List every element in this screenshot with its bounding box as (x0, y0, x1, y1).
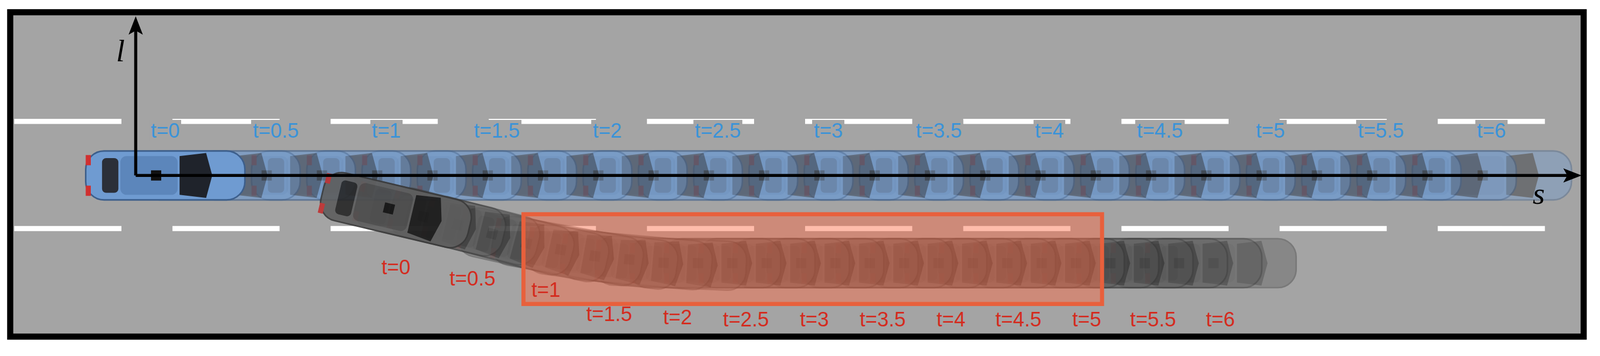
time-label: t=3 (799, 309, 829, 330)
time-label: t=3.5 (914, 119, 964, 142)
time-label: t=3 (812, 119, 845, 142)
time-label: t=2.5 (693, 119, 743, 142)
time-label: t=1 (370, 119, 403, 142)
time-label: t=2.5 (722, 309, 770, 330)
time-label: t=1.5 (586, 303, 633, 325)
time-label: t=5 (1072, 309, 1102, 330)
car-pose (316, 168, 475, 251)
time-label: t=0.5 (250, 119, 301, 142)
time-label: t=4 (1033, 119, 1066, 142)
road-frame (10, 12, 1584, 337)
time-label: t=0 (381, 256, 411, 278)
time-label: t=1 (531, 279, 561, 300)
time-label: t=4.5 (1135, 119, 1185, 142)
conflict-region (523, 213, 1103, 304)
axis-label: s (1532, 177, 1546, 210)
axis-label: l (116, 35, 125, 67)
l-axis (134, 30, 138, 176)
time-label: t=5.5 (1356, 119, 1406, 142)
time-label: t=5.5 (1130, 309, 1177, 330)
s-axis (135, 173, 1568, 177)
time-label: t=6 (1206, 309, 1236, 330)
time-label: t=4.5 (995, 309, 1042, 330)
l-axis-head (128, 16, 143, 35)
time-label: t=2 (663, 306, 693, 328)
time-label: t=4 (936, 309, 966, 330)
s-axis-head (1563, 168, 1582, 183)
time-label: t=1.5 (472, 119, 522, 142)
lane-marking (14, 118, 1580, 124)
time-label: t=0 (149, 119, 182, 142)
ego-trajectory (85, 151, 1572, 200)
time-label: t=0.5 (449, 268, 496, 289)
time-label: t=2 (591, 119, 624, 142)
time-label: t=6 (1475, 119, 1508, 142)
time-label: t=3.5 (859, 309, 906, 330)
time-label: t=5 (1254, 119, 1287, 142)
